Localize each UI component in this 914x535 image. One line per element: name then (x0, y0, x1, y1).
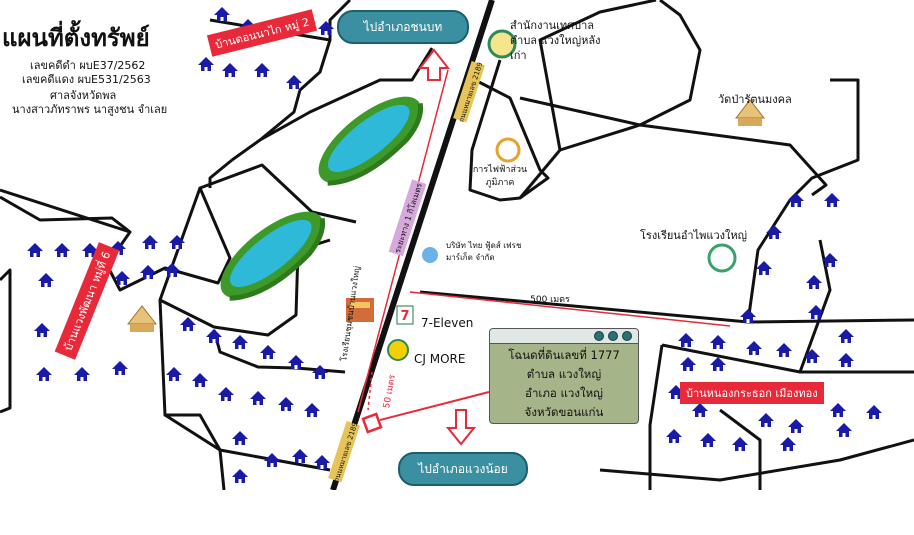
to-chonnabot-pill: ไปอำเภอชนบท (337, 10, 469, 44)
deed-number: โฉนดที่ดินเลขที่ 1777 (508, 348, 620, 362)
case-red-number: เลขคดีแดง ผบE531/2563 (22, 73, 151, 86)
deed-card: โฉนดที่ดินเลขที่ 1777 ตำบล แวงใหญ่ อำเภอ… (489, 328, 639, 424)
distance-500m-line (409, 291, 731, 327)
deed-district: อำเภอ แวงใหญ่ (525, 386, 603, 400)
temple-west-icon (126, 305, 158, 332)
svg-text:50 เมตร: 50 เมตร (382, 374, 398, 409)
road-label-north: ถนนหมายเลข 2189 (453, 60, 485, 123)
deed-card-titlebar (490, 329, 638, 344)
pea-label: การไฟฟ้าส่วน ภูมิภาค (472, 165, 528, 188)
window-dot-icon (608, 331, 618, 341)
temple-label: วัดป่ารัตนมงคล (718, 93, 792, 106)
window-dot-icon (594, 331, 604, 341)
deed-province: จังหวัดขอนแก่น (524, 405, 604, 419)
seven-eleven-label: 7-Eleven (421, 316, 474, 330)
court-name: ศาลจังหวัดพล (50, 89, 117, 102)
to-waengnoi-pill: ไปอำเภอแวงน้อย (398, 452, 528, 486)
deed-subdistrict: ตำบล แวงใหญ่ (526, 367, 602, 381)
defendant-name: นางสาวภัทราพร นาสูงชน จำเลย (12, 103, 168, 116)
company-icon (422, 247, 438, 263)
map-canvas: 7 ถนนหมายเลข 2189 ถนนหมายเลข 2189 ระยะทา… (0, 0, 914, 490)
school-label: โรงเรียนอำไพแวงใหญ่ (640, 229, 748, 242)
temple-icon (734, 99, 766, 126)
window-dot-icon (622, 331, 632, 341)
seven-eleven-icon: 7 (396, 305, 414, 325)
distance-50m-line (367, 371, 373, 411)
cj-more-icon (387, 339, 409, 361)
school-building-icon (346, 298, 374, 322)
cj-more-label: CJ MORE (414, 352, 466, 366)
page-title: แผนที่ตั้งทรัพย์ (2, 24, 150, 52)
property-marker (361, 412, 383, 434)
company-label: บริษัท ไทย ฟู้ดส์ เฟรช มาร์เก็ต จำกัด (446, 241, 522, 262)
pond-south (207, 196, 337, 313)
property-pointer (379, 391, 490, 421)
distance-500m-label: 500 เมตร (530, 295, 570, 305)
case-black-number: เลขคดีดำ ผบE37/2562 (30, 59, 146, 72)
north-arrow-icon (417, 48, 451, 81)
pea-icon (495, 137, 521, 163)
svg-text:7: 7 (400, 309, 409, 324)
road-label-south: ถนนหมายเลข 2189 (328, 420, 360, 483)
village-tag-east: บ้านหนองกระธอก เมืองทอง (680, 382, 824, 404)
school-icon (707, 243, 737, 273)
municipality-label: สำนักงานเทศบาลตำบล แวงใหญ่หลังเก่า (510, 19, 601, 62)
distance-50m-label: 50 เมตร (382, 374, 398, 409)
south-arrow-icon (445, 409, 477, 446)
municipality-icon (487, 29, 517, 59)
